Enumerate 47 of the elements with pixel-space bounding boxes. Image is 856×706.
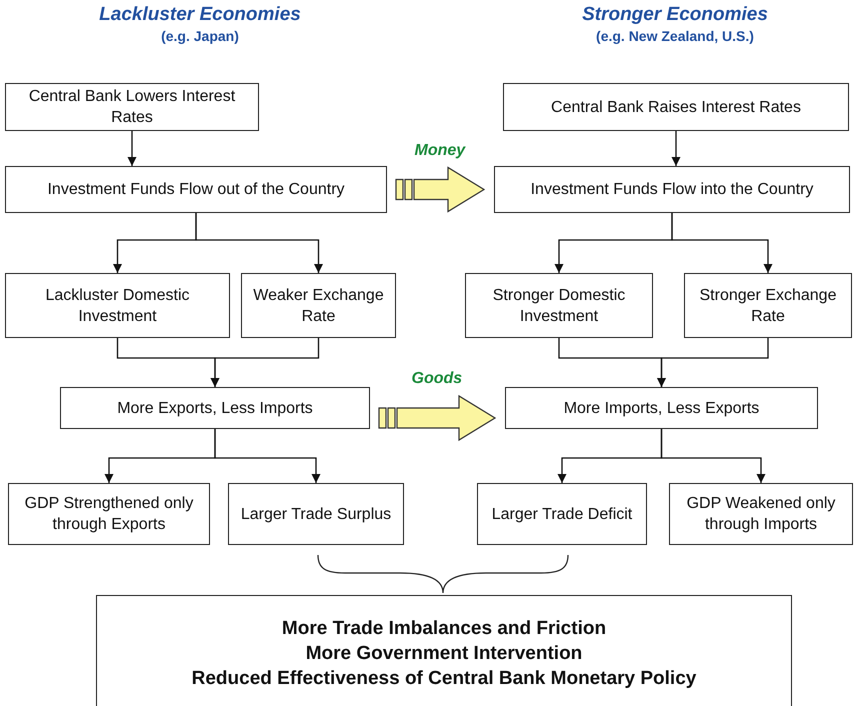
conclusion-box [96, 595, 792, 706]
box-text: Central Bank Raises Interest Rates [551, 98, 801, 118]
box-text: GDP Strengthened only through Exports [24, 494, 194, 535]
column-heading: Stronger Economies [581, 4, 769, 26]
arrow [671, 213, 772, 273]
box-text: Reduced Effectiveness of Central Bank Monetary Policy [192, 667, 696, 691]
block-arrow [378, 394, 496, 442]
process-box [494, 166, 850, 213]
process-box [60, 387, 370, 429]
box-text: Central Bank Lowers Interest Rates [28, 87, 236, 128]
arrow [672, 131, 680, 166]
box-text: More Trade Imbalances and Friction [282, 617, 606, 641]
arrow [657, 338, 769, 387]
box-text: Larger Trade Deficit [492, 504, 632, 524]
box-text: Larger Trade Surplus [240, 504, 392, 524]
box-text: More Exports, Less Imports [117, 398, 313, 418]
process-box [5, 166, 387, 213]
box-text: Investment Funds Flow into the Country [530, 180, 814, 200]
box-text: More Government Intervention [306, 642, 582, 666]
edge-label: Money [412, 142, 468, 160]
process-box [505, 387, 818, 429]
box-text: Lackluster Domestic Investment [44, 286, 191, 326]
arrow [195, 213, 323, 273]
arrow [128, 131, 136, 166]
process-box [684, 273, 852, 338]
column-heading: Lackluster Economies [98, 4, 302, 26]
process-box [465, 273, 653, 338]
box-text: Weaker Exchange Rate [252, 286, 385, 326]
arrow [660, 429, 766, 483]
box-text: More Imports, Less Exports [564, 398, 760, 418]
column-subheading: (e.g. Japan) [160, 28, 240, 44]
box-text: Investment Funds Flow out of the Country [47, 180, 345, 200]
block-arrow [395, 166, 486, 213]
column-subheading: (e.g. New Zealand, U.S.) [595, 28, 755, 44]
arrow [210, 338, 320, 387]
box-text: Stronger Domestic Investment [492, 286, 626, 326]
process-box [669, 483, 853, 545]
process-box [228, 483, 404, 545]
process-box [8, 483, 210, 545]
process-box [5, 83, 259, 131]
box-text: Stronger Exchange Rate [698, 286, 838, 326]
process-box [477, 483, 647, 545]
process-box [241, 273, 396, 338]
process-box [503, 83, 849, 131]
box-text: GDP Weakened only through Imports [686, 494, 836, 535]
arrow [214, 429, 320, 483]
process-box [5, 273, 230, 338]
